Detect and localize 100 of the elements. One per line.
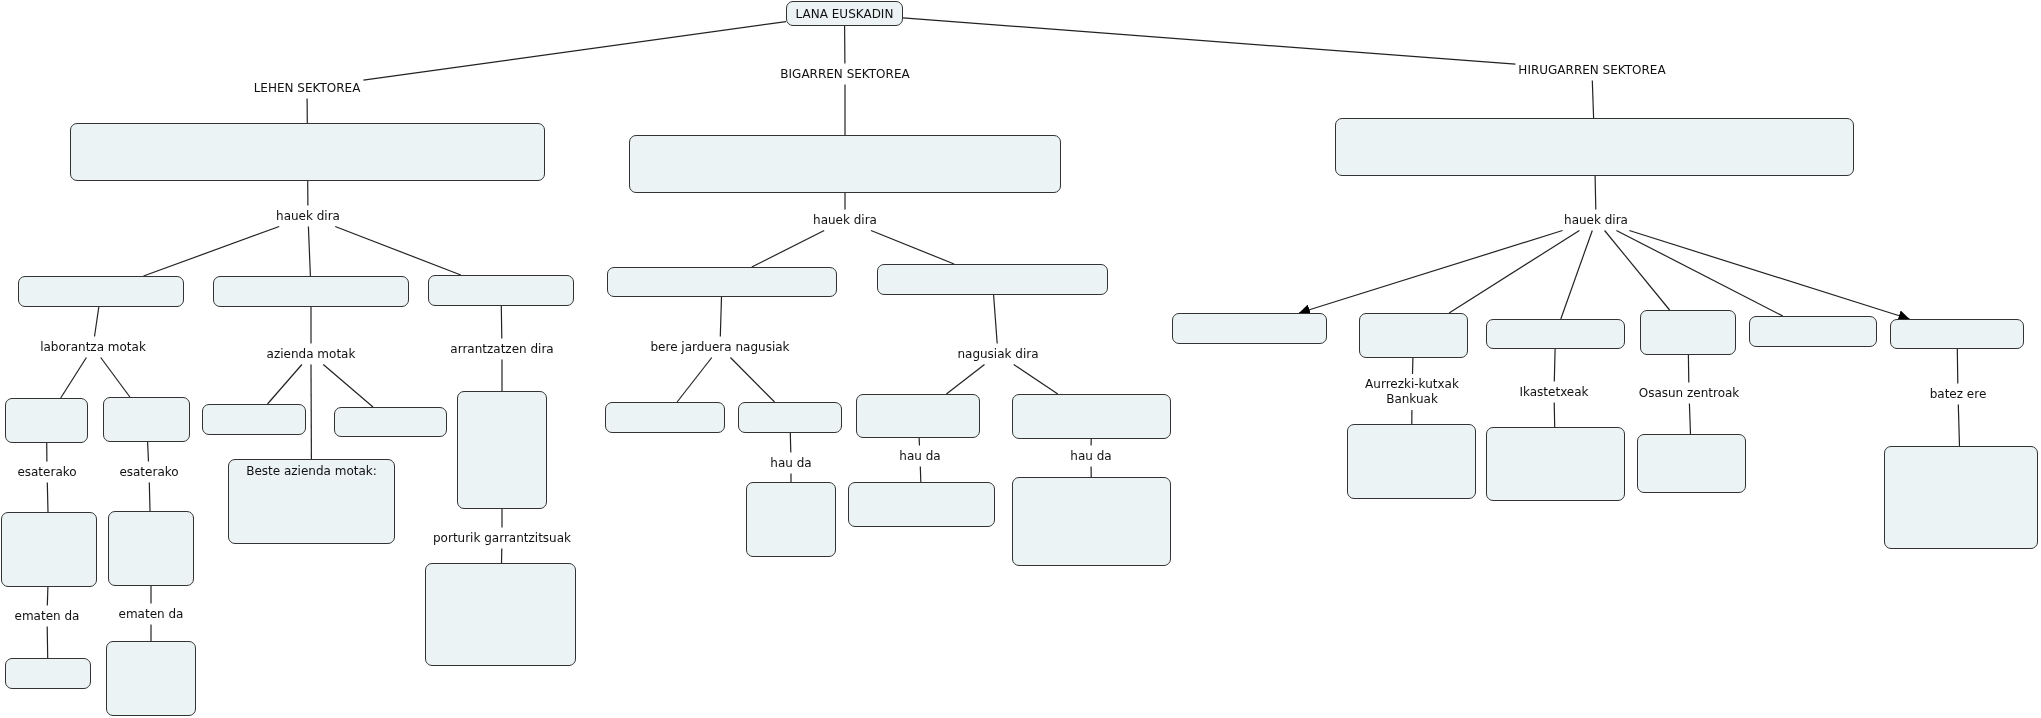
connector-line (1553, 348, 1556, 383)
empty-concept-box (1749, 316, 1877, 347)
connector-line (719, 296, 723, 338)
connector-line (46, 586, 49, 607)
empty-concept-box (1335, 118, 1854, 176)
concept-label: Beste azienda motak: (245, 463, 378, 478)
connector-line (1553, 401, 1556, 428)
connector-line (1687, 354, 1690, 384)
connector-line (1615, 229, 1784, 317)
linking-phrase: hau da (899, 448, 941, 464)
empty-concept-box (5, 398, 88, 443)
linking-phrase: ematen da (14, 608, 80, 624)
connector-line (362, 21, 787, 81)
empty-concept-box (1640, 310, 1736, 355)
empty-concept-box (1359, 313, 1468, 358)
connector-line (46, 625, 49, 659)
connector-line (46, 481, 49, 513)
connector-line (1604, 229, 1671, 311)
empty-concept-box (1637, 434, 1746, 493)
empty-concept-box (108, 511, 194, 586)
connector-line (147, 441, 150, 463)
empty-concept-box (1884, 446, 2038, 549)
linking-phrase: nagusiak dira (957, 346, 1039, 362)
linking-phrase: HIRUGARREN SEKTOREA (1518, 62, 1666, 78)
connector-line (1560, 229, 1593, 320)
connector-line (310, 306, 312, 345)
empty-concept-box (334, 407, 447, 437)
linking-phrase: laborantza motak (40, 339, 146, 355)
connector-line (751, 229, 825, 268)
linking-phrase: esaterako (119, 464, 179, 480)
linking-phrase: hauek dira (1564, 212, 1628, 228)
empty-concept-box (213, 276, 409, 307)
connector-line (46, 442, 48, 463)
connector-line (870, 229, 955, 265)
connector-line (307, 180, 309, 207)
empty-concept-box (1172, 313, 1327, 344)
empty-concept-box (1347, 424, 1476, 499)
connector-line (501, 358, 503, 392)
linking-phrase: Osasun zentroak (1638, 385, 1740, 401)
connector-line (1594, 175, 1597, 211)
connector-line (93, 306, 100, 338)
empty-concept-box (1890, 319, 2024, 349)
connector-line (1591, 79, 1595, 119)
empty-concept-box (1486, 319, 1625, 349)
empty-concept-box (738, 402, 842, 433)
empty-concept-box (1012, 477, 1171, 566)
connector-line (500, 305, 503, 340)
empty-concept-box (629, 135, 1061, 193)
arrow (1298, 229, 1564, 315)
connector-line (142, 225, 280, 277)
linking-phrase: Ikastetxeak (1519, 384, 1589, 400)
empty-concept-box (70, 123, 545, 181)
connector-line (790, 472, 792, 483)
connector-line (150, 585, 152, 605)
connector-line (307, 225, 311, 277)
connector-line (902, 17, 1516, 65)
connector-line (60, 356, 87, 399)
linking-phrase: bere jarduera nagusiak (650, 339, 790, 355)
connector-line (150, 623, 152, 642)
empty-concept-box (877, 264, 1108, 295)
linking-phrase: BIGARREN SEKTOREA (780, 66, 910, 82)
empty-concept-box (1, 512, 97, 587)
empty-concept-box (607, 267, 837, 297)
connector-line (100, 356, 131, 398)
connector-line (1090, 438, 1092, 447)
empty-concept-box (18, 276, 184, 307)
concept-label: LANA EUSKADIN (794, 6, 895, 21)
connector-line (266, 363, 303, 405)
connector-line (306, 97, 308, 124)
empty-concept-box (1012, 394, 1171, 439)
empty-concept-box (103, 397, 190, 442)
connector-line (676, 356, 713, 403)
linking-phrase: arrantzatzen dira (450, 341, 554, 357)
connector-line (993, 294, 998, 345)
connector-line (334, 225, 462, 276)
empty-concept-box (1486, 427, 1625, 501)
connector-line (501, 508, 503, 529)
empty-concept-box (425, 563, 576, 666)
connector-line (1956, 348, 1959, 385)
empty-concept-box (856, 394, 980, 438)
linking-phrase: hauek dira (813, 212, 877, 228)
connector-line (729, 356, 776, 403)
concept-box (228, 459, 395, 544)
empty-concept-box (428, 275, 574, 306)
connector-line (310, 363, 312, 460)
linking-phrase: hau da (770, 455, 812, 471)
connector-line (322, 363, 374, 408)
linking-phrase: azienda motak (266, 346, 356, 362)
empty-concept-box (605, 402, 725, 433)
connector-line (844, 25, 846, 65)
concept-box (786, 1, 903, 26)
linking-phrase: batez ere (1929, 386, 1987, 402)
connector-line (789, 432, 792, 454)
connector-line (844, 83, 846, 136)
connector-line (1688, 402, 1692, 435)
linking-phrase: esaterako (17, 464, 77, 480)
linking-phrase: porturik garrantzitsuak (433, 530, 571, 546)
connector-line (1957, 403, 1961, 447)
connector-line (945, 363, 986, 395)
empty-concept-box (457, 391, 547, 509)
